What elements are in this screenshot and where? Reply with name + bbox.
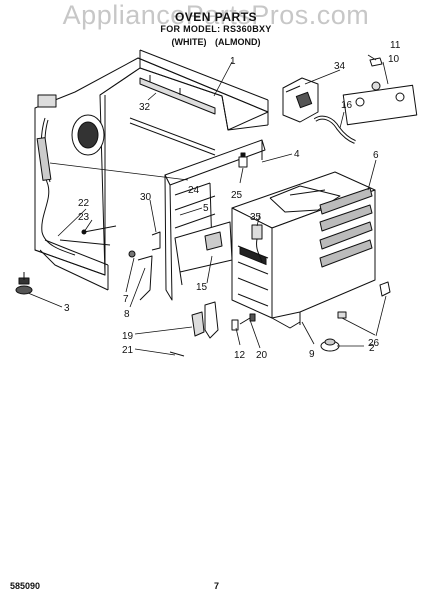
oven-body-shell xyxy=(34,49,269,291)
callout-25: 25 xyxy=(231,190,243,201)
callout-8: 8 xyxy=(124,309,130,320)
callout-3: 3 xyxy=(64,303,70,314)
callout-2: 2 xyxy=(369,343,375,354)
watermark: AppliancePartsPros.com xyxy=(62,0,370,30)
front-frame xyxy=(164,139,266,301)
callout-15: 15 xyxy=(196,282,208,293)
callout-1: 1 xyxy=(230,56,236,67)
wire-harness xyxy=(36,94,76,256)
leader-lines xyxy=(27,54,389,356)
callout-19: 19 xyxy=(122,331,134,342)
callout-4: 4 xyxy=(294,149,300,160)
callout-30: 30 xyxy=(140,192,152,203)
callout-5: 5 xyxy=(203,203,209,214)
diagram-code: 585090 xyxy=(10,581,41,591)
callout-24: 24 xyxy=(188,185,200,196)
callout-16: 16 xyxy=(341,100,353,111)
door-gasket xyxy=(313,115,356,144)
callout-26: 26 xyxy=(368,338,380,349)
callout-34: 34 xyxy=(334,61,346,72)
switch-cover xyxy=(282,77,319,123)
oven-liner xyxy=(231,171,376,329)
hardware-parts xyxy=(15,152,391,357)
callout-9: 9 xyxy=(309,349,315,360)
callout-21: 21 xyxy=(122,345,134,356)
callout-10: 10 xyxy=(388,54,400,65)
callout-32: 32 xyxy=(139,102,151,113)
callout-23: 23 xyxy=(78,212,90,223)
callout-6: 6 xyxy=(373,150,379,161)
page-number: 7 xyxy=(214,581,220,591)
callout-20: 20 xyxy=(256,350,268,361)
callout-35: 35 xyxy=(250,212,262,223)
diagram-title: OVEN PARTS xyxy=(174,10,258,24)
terminal-block xyxy=(342,57,418,126)
callout-12: 12 xyxy=(234,350,246,361)
callout-22: 22 xyxy=(78,198,90,209)
callout-labels: 1 2 3 4 5 6 7 8 9 10 11 12 15 16 19 20 2… xyxy=(64,40,401,361)
callout-11: 11 xyxy=(390,40,401,51)
color-line: (WHITE) (ALMOND) xyxy=(171,37,261,47)
model-line: FOR MODEL: RS360BXY xyxy=(160,24,272,34)
callout-7: 7 xyxy=(123,294,129,305)
